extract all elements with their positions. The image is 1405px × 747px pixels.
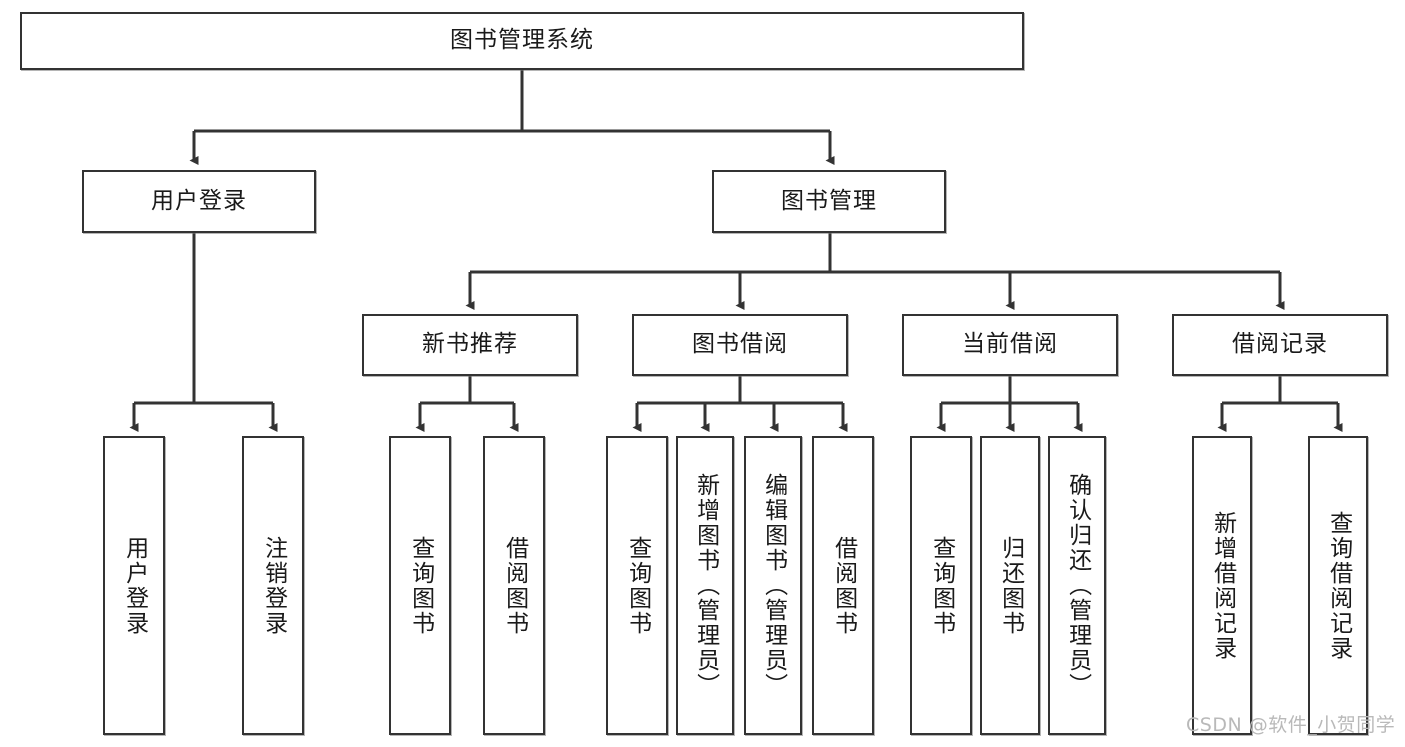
node-book-borrow[interactable]: 图书借阅 [632, 314, 848, 376]
csdn-watermark: CSDN @软件_小贺同学 [1186, 714, 1396, 736]
node-label: 图书管理 [781, 187, 877, 214]
leaf-query-book-borrow[interactable]: 查询图书 [606, 436, 668, 735]
node-label: 用户登录 [121, 535, 148, 636]
node-label: 归还图书 [997, 535, 1024, 636]
leaf-borrow-book-recommend[interactable]: 借阅图书 [483, 436, 545, 735]
leaf-query-book-recommend[interactable]: 查询图书 [389, 436, 451, 735]
node-label: 查询图书 [624, 535, 651, 636]
node-label: 图书借阅 [692, 331, 788, 358]
leaf-borrow-book[interactable]: 借阅图书 [812, 436, 874, 735]
leaf-return-book[interactable]: 归还图书 [980, 436, 1040, 735]
node-label: 编辑图书（管理员） [760, 473, 787, 698]
leaf-add-book-admin[interactable]: 新增图书（管理员） [676, 436, 734, 735]
leaf-add-borrow-record[interactable]: 新增借阅记录 [1192, 436, 1252, 735]
node-current-borrow[interactable]: 当前借阅 [902, 314, 1118, 376]
node-label: 借阅图书 [830, 535, 857, 636]
leaf-query-book-current[interactable]: 查询图书 [910, 436, 972, 735]
leaf-user-login[interactable]: 用户登录 [103, 436, 165, 735]
node-label: 注销登录 [260, 535, 287, 636]
node-label: 当前借阅 [962, 331, 1058, 358]
node-label: 查询图书 [407, 535, 434, 636]
node-label: 图书管理系统 [450, 27, 594, 54]
node-user-login[interactable]: 用户登录 [82, 170, 316, 233]
leaf-edit-book-admin[interactable]: 编辑图书（管理员） [744, 436, 802, 735]
node-root-book-management-system[interactable]: 图书管理系统 [20, 12, 1024, 70]
node-label: 新增借阅记录 [1209, 510, 1236, 661]
node-borrow-record[interactable]: 借阅记录 [1172, 314, 1388, 376]
node-book-management[interactable]: 图书管理 [712, 170, 946, 233]
node-label: 新增图书（管理员） [692, 473, 719, 698]
leaf-confirm-return-admin[interactable]: 确认归还（管理员） [1048, 436, 1106, 735]
node-new-book-recommend[interactable]: 新书推荐 [362, 314, 578, 376]
node-label: 确认归还（管理员） [1064, 473, 1091, 698]
node-label: 借阅图书 [501, 535, 528, 636]
node-label: 新书推荐 [422, 331, 518, 358]
node-label: 借阅记录 [1232, 331, 1328, 358]
leaf-logout[interactable]: 注销登录 [242, 436, 304, 735]
leaf-query-borrow-record[interactable]: 查询借阅记录 [1308, 436, 1368, 735]
node-label: 用户登录 [151, 187, 247, 214]
node-label: 查询图书 [928, 535, 955, 636]
node-label: 查询借阅记录 [1325, 510, 1352, 661]
